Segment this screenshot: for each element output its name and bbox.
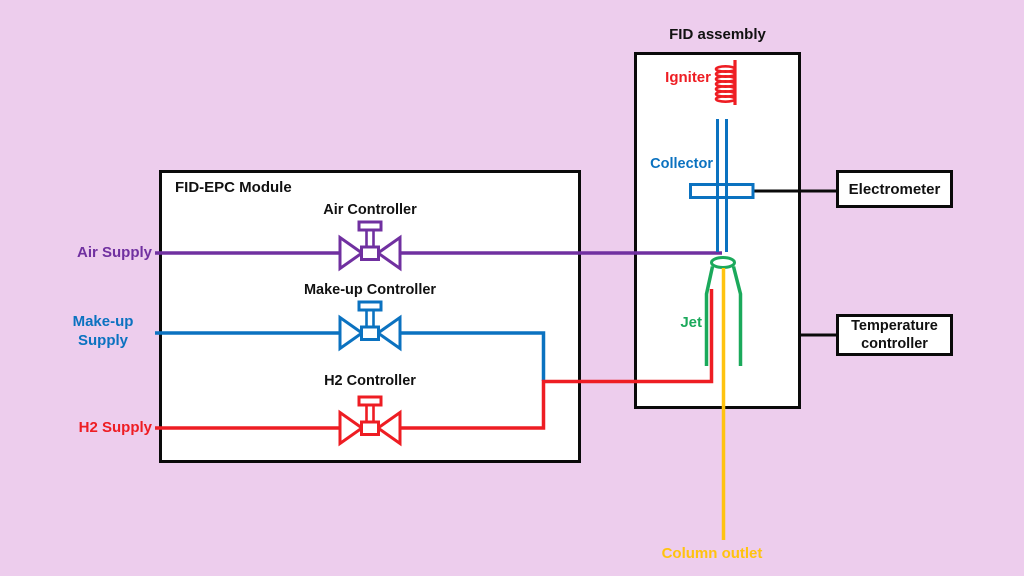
h2-controller-valve-icon (338, 395, 402, 447)
air-controller-label: Air Controller (323, 202, 417, 218)
makeup-controller-label: Make-up Controller (303, 282, 437, 298)
fid-epc-module-title: FID-EPC Module (175, 179, 292, 196)
igniter-label: Igniter (665, 69, 711, 86)
temperature-controller-box: Temperature controller (836, 314, 953, 356)
igniter-coil-icon (714, 60, 737, 105)
temperature-controller-label: Temperature controller (851, 318, 938, 352)
makeup-supply-label: Make-up Supply (72, 313, 134, 349)
h2-supply-label: H2 Supply (78, 419, 152, 436)
makeup-supply-line (155, 331, 546, 381)
fid-assembly-title: FID assembly (669, 26, 766, 43)
collector-icon (689, 119, 755, 252)
air-controller-valve-icon (338, 220, 402, 272)
electrometer-label: Electrometer (848, 180, 941, 198)
makeup-controller-valve-icon (338, 300, 402, 352)
h2-controller-label: H2 Controller (324, 373, 416, 389)
electrometer-box: Electrometer (836, 170, 953, 208)
jet-label: Jet (680, 314, 702, 331)
air-supply-label: Air Supply (76, 244, 152, 261)
jet-icon (704, 256, 743, 366)
column-outlet-label: Column outlet (661, 545, 763, 562)
h2-supply-line (155, 289, 714, 430)
collector-label: Collector (650, 156, 713, 172)
